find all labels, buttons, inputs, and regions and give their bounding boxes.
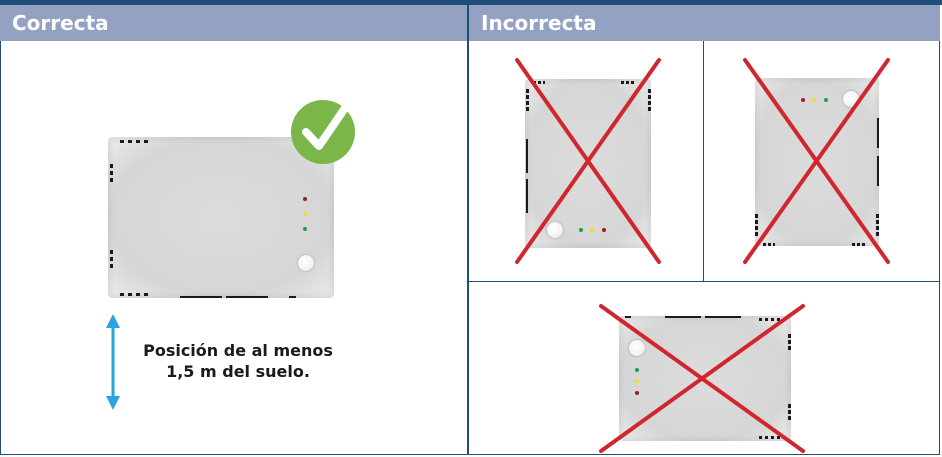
slot-top-2: [665, 316, 701, 318]
vent-left: [526, 89, 529, 111]
vent-left-bottom: [110, 250, 113, 268]
led-yellow: [590, 228, 594, 232]
divider-incorrect-horizontal: [468, 281, 940, 282]
vent-right-bottom: [788, 404, 791, 422]
x-cross-icon: [599, 304, 805, 453]
led-red: [635, 391, 639, 395]
led-red: [602, 228, 606, 232]
vent-right: [648, 89, 651, 111]
check-circle-icon: [291, 100, 355, 164]
x-cross-icon: [743, 58, 890, 264]
vent-bottom-left: [763, 243, 775, 246]
sensor-device-correct: [108, 137, 334, 298]
top-border: [0, 0, 942, 5]
led-yellow: [303, 212, 307, 216]
led-green: [824, 98, 828, 102]
device-button: [298, 255, 314, 271]
led-green: [635, 368, 639, 372]
vent-top-right: [621, 81, 635, 84]
divider-incorrect-top: [703, 41, 704, 282]
slot-bottom-3: [289, 296, 296, 298]
slot-left-2: [526, 179, 528, 213]
led-yellow: [635, 379, 639, 383]
slot-left-1: [526, 139, 528, 173]
led-red: [303, 197, 307, 201]
slot-top-1: [625, 316, 631, 318]
slot-top-3: [705, 316, 741, 318]
led-yellow: [812, 98, 816, 102]
slot-bottom-2: [226, 296, 268, 298]
vent-bottom: [120, 293, 152, 296]
height-caption: Posición de al menos 1,5 m del suelo.: [118, 340, 358, 382]
slot-bottom-1: [180, 296, 222, 298]
vent-top: [120, 140, 152, 143]
led-green: [579, 228, 583, 232]
led-red: [801, 98, 805, 102]
led-green: [303, 227, 307, 231]
double-arrow-icon: [106, 314, 120, 410]
caption-line-1: Posición de al menos: [143, 341, 333, 360]
slot-right-1: [877, 118, 879, 148]
vent-bottom: [759, 436, 783, 439]
header-correct: Correcta: [0, 5, 467, 41]
vent-bottom-right: [852, 243, 866, 246]
vent-right-top: [788, 334, 791, 352]
device-button: [629, 340, 645, 356]
vent-right: [876, 214, 879, 236]
vent-left-top: [110, 164, 113, 182]
device-button: [843, 91, 859, 107]
vent-top-left: [533, 81, 545, 84]
vent-top: [759, 318, 783, 321]
slot-right-2: [877, 156, 879, 186]
caption-line-2: 1,5 m del suelo.: [166, 362, 310, 381]
divider-main: [467, 5, 469, 455]
vent-left: [755, 214, 758, 236]
header-incorrect: Incorrecta: [469, 5, 940, 41]
device-button: [547, 222, 563, 238]
x-cross-icon: [515, 58, 661, 264]
